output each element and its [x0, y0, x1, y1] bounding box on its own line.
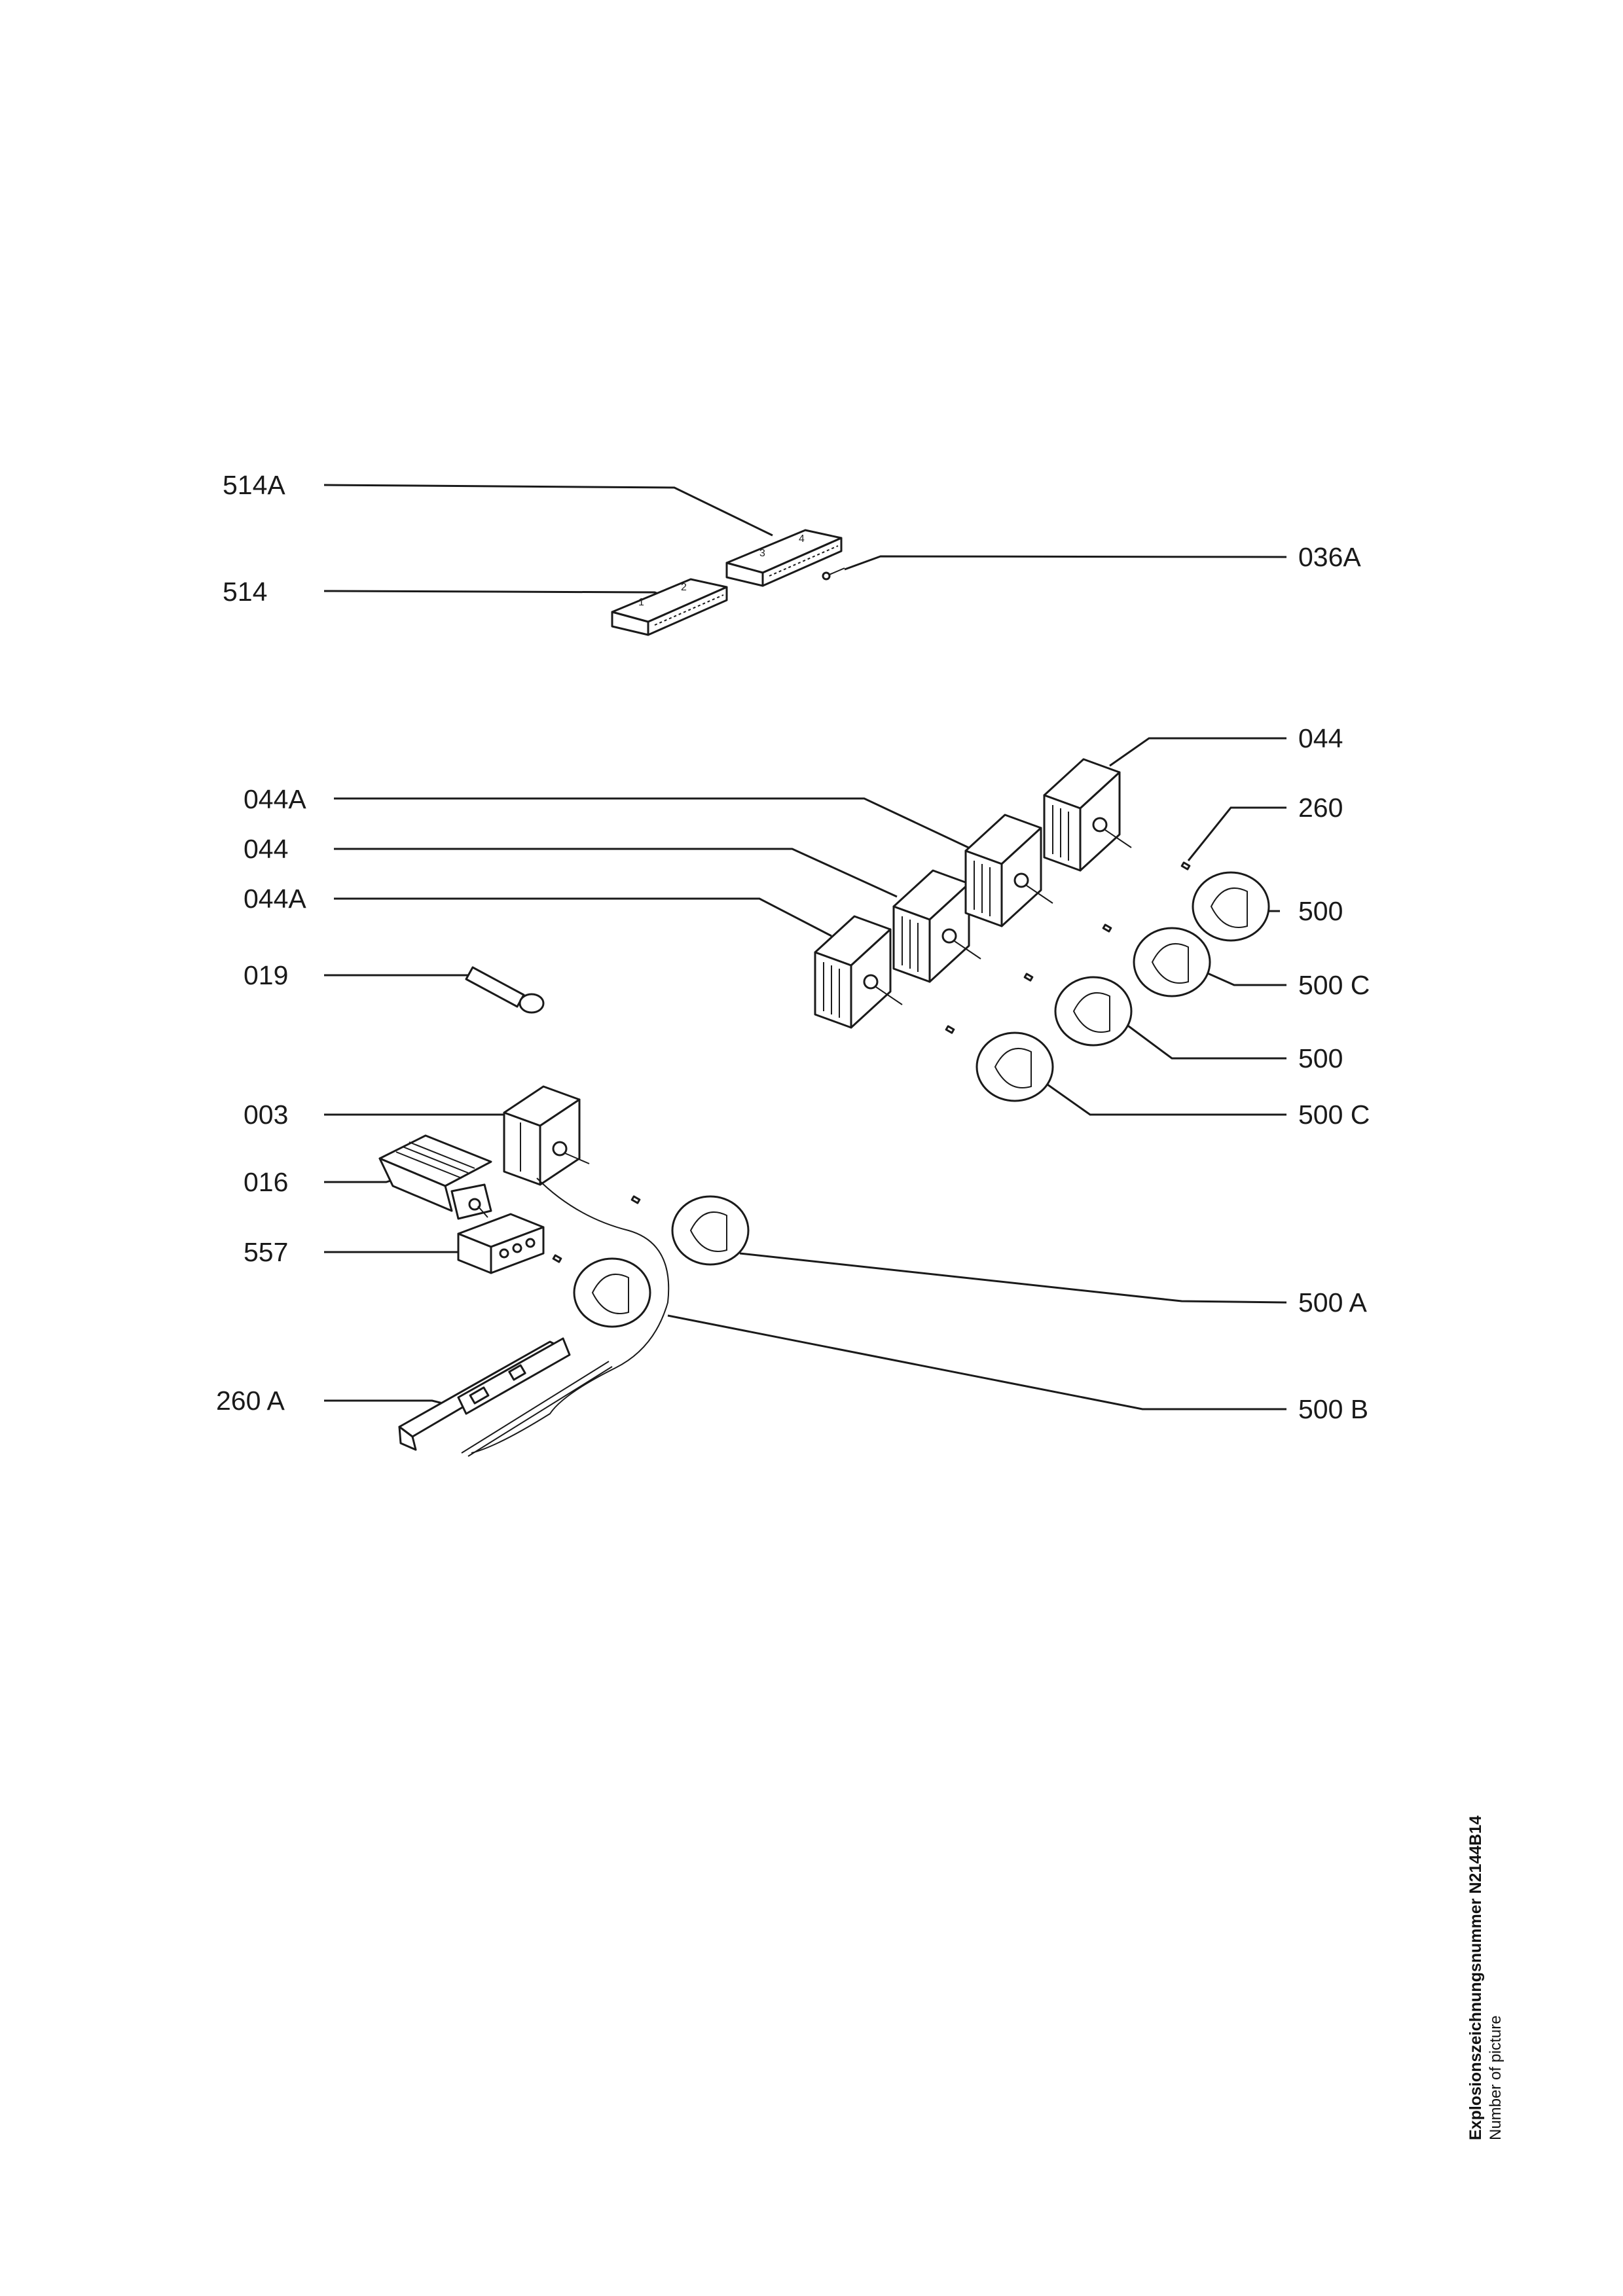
- knob-500A: [671, 1195, 750, 1266]
- callout-016: 016: [244, 1167, 288, 1197]
- leader-036A: [844, 555, 1287, 571]
- leader-044-right: [1109, 737, 1286, 767]
- callout-044-right: 044: [1298, 723, 1343, 753]
- callout-557: 557: [244, 1237, 288, 1267]
- energy-regulator-044A-lower: [814, 915, 903, 1029]
- leader-044A-upper: [334, 797, 976, 852]
- callout-500C-low: 500 C: [1298, 1100, 1370, 1130]
- leader-500C-low: [1040, 1079, 1286, 1116]
- callout-260: 260: [1298, 793, 1343, 823]
- knob-500-top: [1192, 871, 1270, 942]
- knob-500C-low: [976, 1031, 1054, 1102]
- callout-500-mid: 500: [1298, 1043, 1343, 1073]
- screw-036A: [822, 567, 845, 581]
- callout-044-left: 044: [244, 834, 288, 864]
- callout-labels: 514A 514 036A 044 044A 044 044A 260 500 …: [216, 470, 1370, 1424]
- callout-036A: 036A: [1298, 542, 1361, 572]
- drawing-number-caption: Explosionszeichnungsnummer N2144B14 Numb…: [1467, 1816, 1504, 2140]
- callout-500-top: 500: [1298, 896, 1343, 926]
- energy-regulator-044-left: [892, 869, 981, 983]
- indicator-lamp-019: [465, 966, 545, 1014]
- callout-044A-lower: 044A: [244, 884, 306, 914]
- leader-500B: [667, 1314, 1286, 1410]
- leader-514A: [323, 484, 773, 537]
- clips-260: [552, 861, 1191, 1263]
- leader-lines: [323, 484, 1287, 1410]
- svg-text:1: 1: [638, 597, 644, 608]
- callout-500A: 500 A: [1298, 1287, 1368, 1318]
- leader-044-left: [334, 848, 898, 898]
- svg-text:2: 2: [681, 582, 687, 593]
- callout-500C-top: 500 C: [1298, 970, 1370, 1000]
- leader-044A-lower: [334, 897, 832, 937]
- callout-514A: 514A: [223, 470, 285, 500]
- callout-044A-upper: 044A: [244, 784, 306, 814]
- terminal-block-514: 1 2: [611, 578, 728, 636]
- leader-500C-top: [1204, 971, 1286, 986]
- leader-500-mid: [1125, 1023, 1286, 1060]
- capillary-tube: [471, 1177, 670, 1454]
- svg-text:3: 3: [759, 548, 765, 559]
- selector-switch-003: [503, 1085, 590, 1186]
- knob-500B: [573, 1257, 651, 1328]
- callout-003: 003: [244, 1100, 288, 1130]
- cover-plate-557: [457, 1213, 545, 1274]
- caption-drawing-number: Explosionszeichnungsnummer N2144B14: [1467, 1816, 1485, 2140]
- leader-260: [1187, 806, 1286, 861]
- callout-500B: 500 B: [1298, 1394, 1368, 1424]
- callout-514: 514: [223, 577, 267, 607]
- knob-500-mid: [1054, 976, 1133, 1047]
- knob-500C-top: [1133, 927, 1211, 997]
- leader-500A: [739, 1252, 1287, 1304]
- caption-number-of-picture: Number of picture: [1487, 2015, 1504, 2140]
- terminal-block-514A: 3 4: [725, 529, 843, 587]
- leader-514: [323, 590, 682, 603]
- callout-260A: 260 A: [216, 1386, 285, 1416]
- bracket-260A: [398, 1337, 613, 1457]
- callout-019: 019: [244, 960, 288, 990]
- energy-regulator-044A-upper: [964, 814, 1053, 927]
- svg-text:4: 4: [799, 533, 805, 545]
- switch-016: [378, 1134, 492, 1220]
- energy-regulator-044-right: [1043, 758, 1132, 872]
